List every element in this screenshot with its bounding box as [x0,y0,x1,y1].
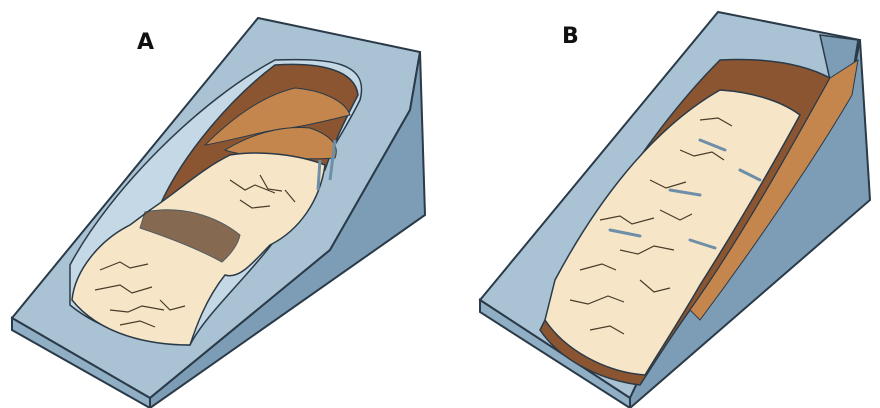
panel-a-block-diagram [12,18,425,408]
panel-b-block-diagram [480,12,870,408]
